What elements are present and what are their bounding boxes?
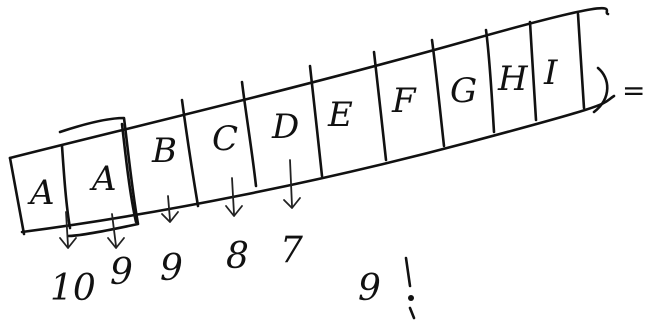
cell-letter: A (89, 159, 117, 199)
index-label: 9 (160, 248, 183, 289)
index-label: 9 (110, 252, 133, 293)
cell-letter: A (27, 173, 55, 213)
side-note: 9 (358, 268, 381, 309)
exclamation-tail (408, 306, 416, 320)
exclamation-mark (404, 256, 412, 288)
cell-letter: G (450, 71, 477, 111)
index-label: 7 (280, 230, 303, 271)
index-label: 10 (50, 268, 96, 309)
index-label: 8 (226, 236, 249, 277)
cell-letters: A A B C D E F G H I (27, 53, 558, 213)
cell-letter: F (391, 81, 417, 121)
exclamation-dot (408, 295, 414, 301)
highlight-box (58, 116, 140, 238)
cell-letter: E (327, 95, 353, 135)
cell-dividers (60, 12, 586, 230)
closing-bracket (592, 66, 609, 114)
cell-letter: H (497, 59, 529, 99)
cell-letter: B (151, 131, 177, 171)
index-labels: 10 9 9 8 7 (50, 230, 303, 309)
cell-letter: I (543, 53, 558, 93)
cell-letter: C (212, 119, 238, 159)
trailing-mark: = (622, 74, 645, 107)
down-arrows (59, 159, 301, 249)
cell-letter: D (271, 107, 299, 147)
